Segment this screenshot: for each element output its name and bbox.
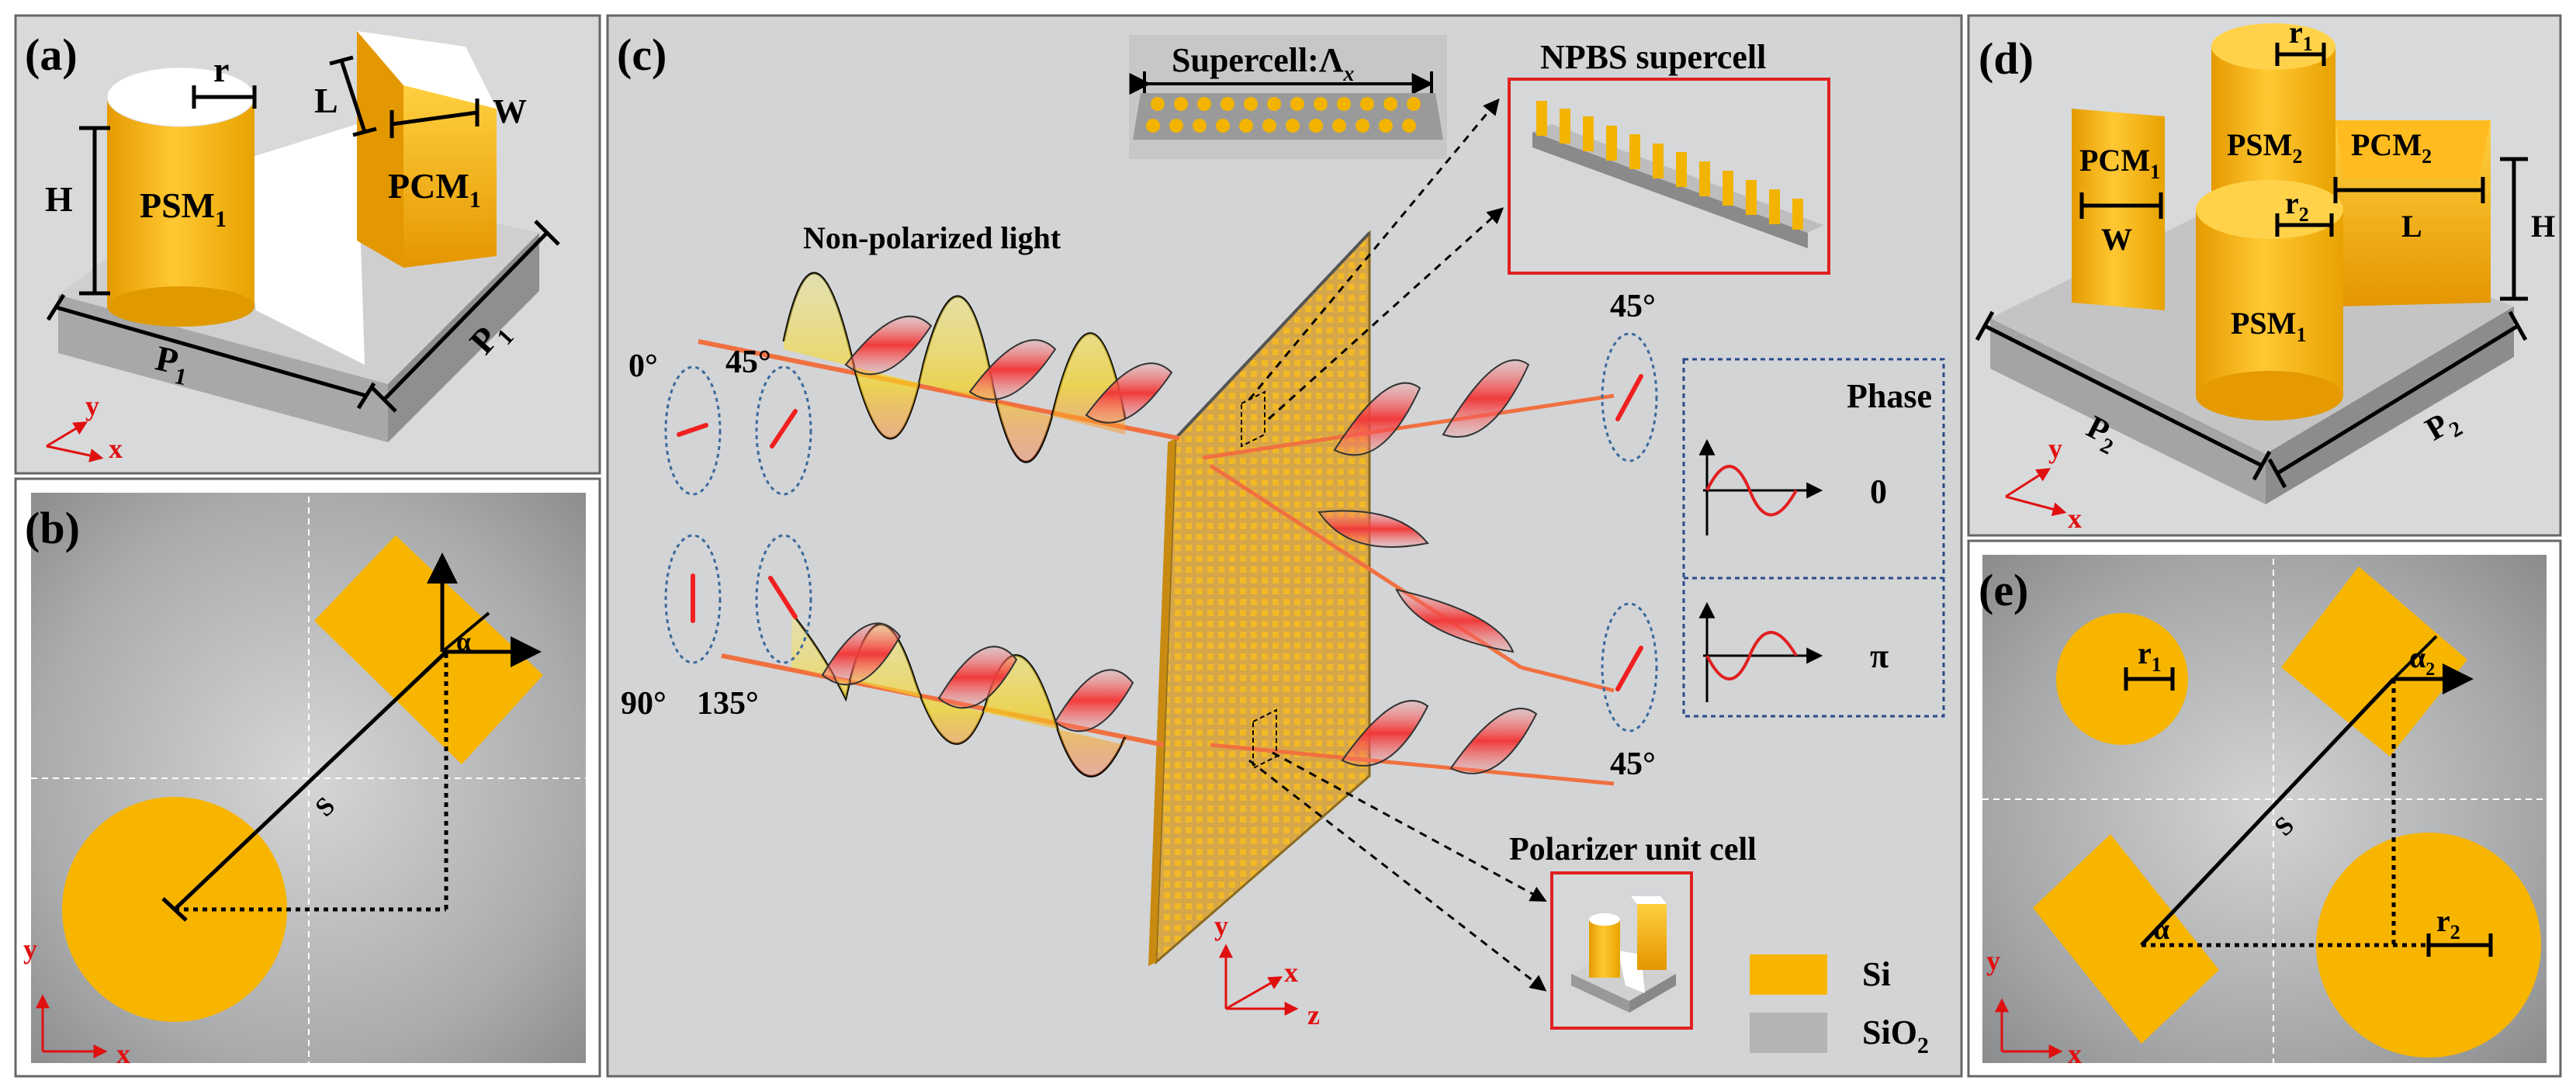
- panel-e: (e) r1 r2 α2 α S y x: [1967, 539, 2562, 1078]
- label-r2: r2: [2285, 185, 2309, 226]
- angle-90: 90°: [621, 686, 667, 722]
- supercell-strip: Supercell:Λx: [1129, 35, 1447, 159]
- panel-e-label: (e): [1979, 565, 2028, 615]
- output-waves: [1202, 359, 1615, 786]
- phase-zero: 0: [1870, 473, 1887, 511]
- label-L: L: [314, 81, 338, 120]
- label-W: W: [2101, 222, 2132, 257]
- input-wave-top: [698, 272, 1180, 463]
- axis-x: x: [2068, 503, 2082, 534]
- axis-x: x: [109, 433, 123, 464]
- panel-b: α S y x (b): [14, 477, 601, 1078]
- label-psm1: PSM1: [2231, 306, 2306, 346]
- label-psm2: PSM2: [2227, 127, 2302, 168]
- axis-x: x: [1284, 957, 1298, 988]
- label-pcm1: PCM1: [388, 166, 481, 213]
- substrate-side: [388, 233, 539, 442]
- label-H: H: [45, 179, 73, 219]
- label-supercell: Supercell:Λx: [1172, 41, 1354, 86]
- legend-sio2-swatch: [1750, 1013, 1827, 1053]
- panel-c: (c) Supercell:Λx NPBS supercell: [606, 14, 1963, 1078]
- panel-d-label: (d): [1979, 33, 2034, 84]
- label-alpha: α: [456, 628, 471, 656]
- legend-si: Si: [1862, 955, 1891, 993]
- angle-0: 0°: [628, 348, 658, 384]
- label-W: W: [493, 92, 527, 130]
- axis-y: y: [2048, 433, 2062, 464]
- panel-a: r H L W PSM1 PCM1 P1 P1 y x (a): [14, 14, 601, 475]
- angle-135: 135°: [697, 686, 759, 722]
- angle-out-top: 45°: [1610, 289, 1656, 324]
- label-r1: r1: [2138, 636, 2162, 676]
- metasurface: [1148, 230, 1371, 966]
- input-wave-bottom: [721, 612, 1165, 778]
- label-alpha: α: [2153, 913, 2169, 946]
- legend-si-swatch: [1750, 954, 1827, 995]
- phase-title: Phase: [1847, 377, 1932, 415]
- axis-x: x: [116, 1038, 130, 1069]
- legend-sio2: SiO2: [1862, 1013, 1929, 1058]
- polarization-ellipses: [664, 332, 1658, 732]
- axis-z: z: [1307, 999, 1320, 1030]
- panel-b-label: (b): [25, 503, 80, 553]
- polarizer-unit-cell: Polarizer unit cell: [1509, 832, 1757, 1030]
- small-circle: [2056, 613, 2188, 745]
- panel-a-label: (a): [25, 29, 78, 80]
- label-H: H: [2531, 209, 2555, 244]
- label-alpha2: α2: [2409, 642, 2435, 680]
- axis-y: y: [23, 933, 37, 965]
- upper-rect: [2281, 566, 2467, 757]
- axis-y: y: [1214, 910, 1228, 941]
- label-r1: r1: [2289, 15, 2313, 55]
- label-psm1: PSM1: [140, 185, 227, 232]
- pcm1-block: [357, 31, 497, 268]
- panel-c-label: (c): [617, 29, 667, 80]
- axis-y: y: [1986, 945, 2000, 976]
- npbs-supercell-box: NPBS supercell: [1508, 38, 1830, 275]
- legend: Si SiO2: [1750, 954, 1929, 1058]
- label-pcm1: PCM1: [2079, 143, 2160, 183]
- label-npbs: NPBS supercell: [1540, 38, 1766, 76]
- pcm-rect: [314, 535, 543, 764]
- axis-y: y: [85, 390, 99, 421]
- angle-45: 45°: [725, 345, 771, 380]
- label-pcm2: PCM2: [2351, 127, 2432, 168]
- panel-d: (d) PCM1 W PSM2 r1 PCM2 L r2: [1967, 14, 2562, 537]
- label-r: r: [213, 50, 229, 89]
- label-r2: r2: [2436, 903, 2460, 944]
- phase-pi: π: [1870, 637, 1889, 675]
- angle-out-bottom: 45°: [1610, 746, 1656, 782]
- label-nonpolarized: Non-polarized light: [803, 220, 1061, 255]
- psm1-cylinder: [106, 67, 255, 327]
- lower-rect: [2033, 834, 2219, 1044]
- axis-x: x: [2068, 1038, 2082, 1069]
- label-L: L: [2401, 209, 2422, 244]
- phase-box: Phase 0 π: [1682, 358, 1945, 718]
- label-polarizer: Polarizer unit cell: [1509, 832, 1757, 868]
